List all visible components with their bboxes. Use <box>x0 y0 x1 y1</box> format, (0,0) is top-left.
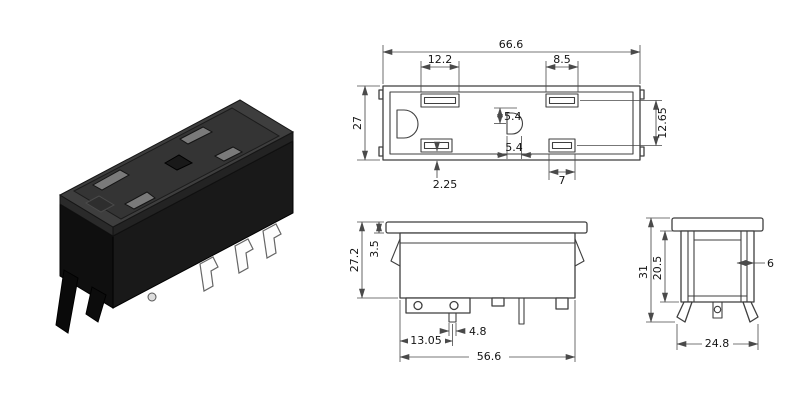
bracket-hole <box>449 300 459 311</box>
dim-label-terminal-pin-offset: 13.05 <box>410 334 442 347</box>
dim-ground-vertical-offset: 5.4 <box>494 107 522 125</box>
dim-end-channel-width: 6 <box>736 257 774 270</box>
dim-label-slot-row-spacing: 12.65 <box>656 107 669 139</box>
dim-label-ground-vertical-offset: 5.4 <box>504 110 522 123</box>
dim-top-right-slot: 8.5 <box>545 53 579 92</box>
slot-top-right-inner <box>548 96 576 105</box>
end-flange <box>671 217 764 232</box>
isometric-view <box>55 99 295 334</box>
side-step <box>491 297 505 307</box>
dim-label-overall-width: 66.6 <box>499 38 524 51</box>
dim-bottom-right-slot: 7 <box>548 154 576 187</box>
terminal-screw <box>147 292 157 302</box>
dim-label-flange-thickness: 3.5 <box>368 240 381 258</box>
slot-bottom-left <box>420 138 453 153</box>
dim-label-front-height: 27 <box>351 116 364 130</box>
dim-terminal-pin-width: 4.8 <box>439 323 487 338</box>
dim-ground-hole-width: 5.4 <box>497 136 532 159</box>
front-inner-rect <box>389 91 634 155</box>
dim-end-body-width: 24.8 <box>676 324 759 350</box>
dim-label-end-height: 31 <box>637 265 650 279</box>
end-leg-right <box>742 301 759 323</box>
terminal-pin <box>448 312 457 323</box>
dim-bottom-slot-offset: 2.25 <box>433 141 458 191</box>
dim-terminal-pin-offset: 13.05 <box>399 324 454 347</box>
end-center-pin <box>712 301 723 319</box>
mounting-leg <box>55 269 79 334</box>
terminal-contact <box>199 256 219 292</box>
slot-bottom-right-inner <box>551 141 573 150</box>
mounting-leg <box>85 286 107 323</box>
slot-top-left <box>420 93 460 108</box>
side-view: 27.2 3.5 4.8 13.05 56.6 <box>348 221 588 363</box>
outlet-slot <box>178 126 214 145</box>
terminal-contact <box>234 238 254 274</box>
dim-label-side-height: 27.2 <box>348 248 361 273</box>
slot-top-right <box>545 93 579 108</box>
dim-label-end-channel-width: 6 <box>767 257 774 270</box>
label-mask <box>408 335 445 347</box>
front-outer-rect <box>382 85 641 161</box>
dim-label-end-body-height: 20.5 <box>651 256 664 281</box>
dim-side-height: 27.2 <box>348 221 398 299</box>
outlet-slot <box>91 169 131 191</box>
slot-bottom-right <box>548 138 576 153</box>
end-outline <box>671 217 764 323</box>
dim-label-terminal-pin-width: 4.8 <box>469 325 487 338</box>
end-view: 31 20.5 6 24.8 <box>637 217 774 350</box>
center-pin <box>518 297 525 325</box>
dim-end-height: 31 <box>637 217 675 323</box>
outlet-slot <box>123 191 156 210</box>
dim-flange-thickness: 3.5 <box>368 221 384 258</box>
dim-label-top-left-slot: 12.2 <box>428 53 453 66</box>
dim-label-side-body-width: 56.6 <box>477 350 502 363</box>
dim-end-body-height: 20.5 <box>651 230 679 303</box>
bracket-hole <box>413 300 423 311</box>
end-recess <box>84 195 116 213</box>
ground-pin-hole <box>506 112 523 135</box>
left-d-recess <box>396 109 419 139</box>
dim-label-top-right-slot: 8.5 <box>553 53 571 66</box>
side-latch-right <box>574 238 585 267</box>
ground-hole <box>164 154 194 171</box>
side-body <box>399 232 576 299</box>
side-outline <box>385 221 588 325</box>
dim-top-left-slot: 12.2 <box>420 53 460 92</box>
dim-front-height: 27 <box>351 85 380 161</box>
dim-label-end-body-width: 24.8 <box>705 337 730 350</box>
dim-label-bottom-right-slot: 7 <box>559 174 566 187</box>
front-outline <box>378 85 645 161</box>
side-foot <box>555 297 569 310</box>
end-body <box>680 230 755 303</box>
front-view: 66.6 12.2 8.5 27 5.4 <box>351 38 669 191</box>
outlet-slot <box>213 146 244 162</box>
end-pin-hole <box>713 305 722 314</box>
side-latch-left <box>390 238 401 267</box>
dim-overall-width: 66.6 <box>382 38 641 84</box>
dim-slot-row-spacing: 12.65 <box>577 99 669 147</box>
dim-label-bottom-slot-offset: 2.25 <box>433 178 458 191</box>
end-leg-left <box>676 301 693 323</box>
label-mask <box>702 338 733 350</box>
label-mask <box>469 351 509 363</box>
side-flange <box>385 221 588 234</box>
terminal-contact <box>262 223 282 259</box>
dim-label-ground-hole-width: 5.4 <box>505 141 523 154</box>
slot-top-left-inner <box>423 96 457 105</box>
dim-side-body-width: 56.6 <box>399 300 576 363</box>
